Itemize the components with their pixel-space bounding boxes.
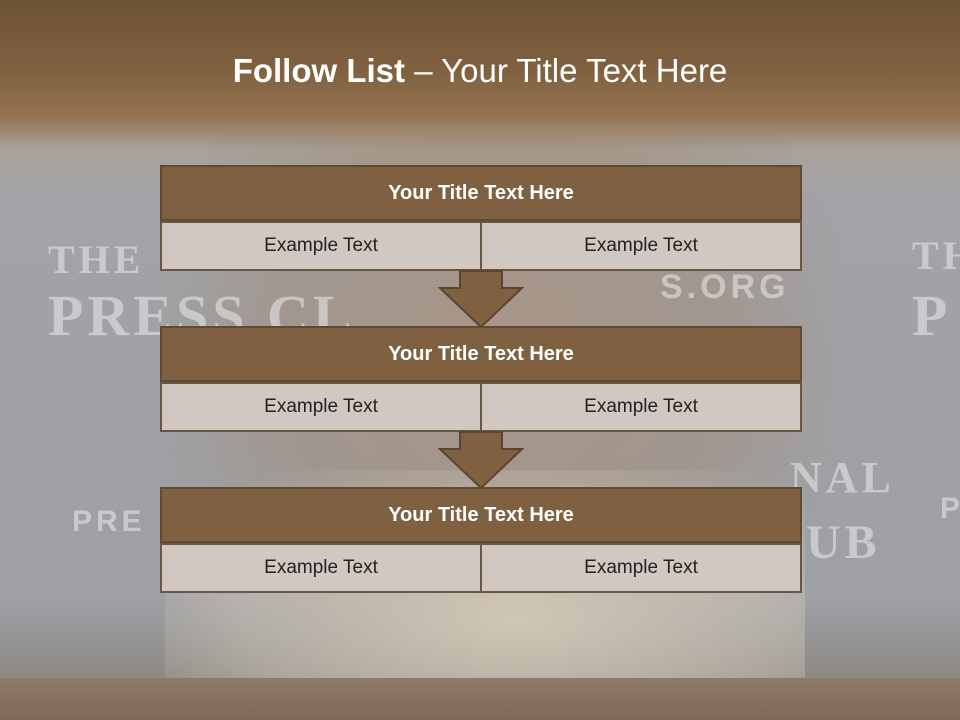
list-block-title: Your Title Text Here	[160, 165, 802, 221]
slide-title-rest: – Your Title Text Here	[405, 52, 728, 89]
background-text-right-p2: P	[940, 492, 960, 525]
background-text-pre: PRE	[72, 505, 146, 538]
list-block-cell-left: Example Text	[160, 221, 482, 271]
list-block-row: Example Text Example Text	[160, 382, 802, 432]
background-text-nal: NAL	[790, 453, 895, 502]
list-block-3: Your Title Text Here Example Text Exampl…	[160, 487, 802, 593]
down-arrow-icon	[438, 270, 524, 328]
list-block-row: Example Text Example Text	[160, 543, 802, 593]
list-block-1: Your Title Text Here Example Text Exampl…	[160, 165, 802, 271]
list-block-row: Example Text Example Text	[160, 221, 802, 271]
slide-title: Follow List – Your Title Text Here	[0, 52, 960, 90]
background-podium	[0, 678, 960, 720]
list-block-title: Your Title Text Here	[160, 487, 802, 543]
down-arrow-icon	[438, 431, 524, 489]
list-block-cell-right: Example Text	[482, 221, 802, 271]
list-block-title: Your Title Text Here	[160, 326, 802, 382]
list-block-cell-right: Example Text	[482, 543, 802, 593]
list-block-cell-left: Example Text	[160, 382, 482, 432]
list-block-2: Your Title Text Here Example Text Exampl…	[160, 326, 802, 432]
background-text-org: S.ORG	[660, 268, 790, 306]
background-text-the: THE	[48, 237, 145, 282]
background-text-right-the: TH	[912, 233, 960, 278]
slide-title-bold: Follow List	[232, 52, 406, 89]
background-text-right-p: P	[912, 283, 952, 348]
list-block-cell-right: Example Text	[482, 382, 802, 432]
background-text-ub: UB	[806, 516, 881, 569]
list-block-cell-left: Example Text	[160, 543, 482, 593]
